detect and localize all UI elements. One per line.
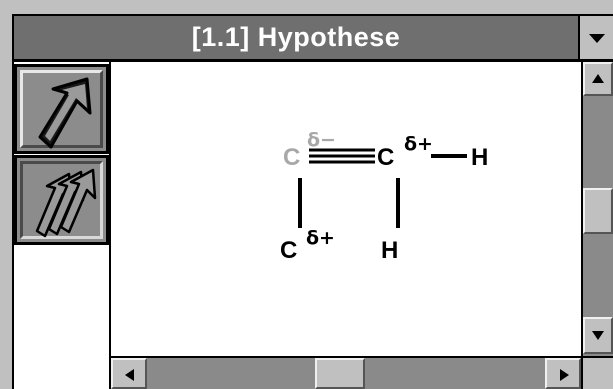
charge-c2: δ+ [404, 133, 433, 155]
chevron-down-icon [589, 34, 605, 43]
scroll-left-button[interactable] [111, 358, 147, 389]
horizontal-scrollbar[interactable] [111, 356, 581, 389]
horizontal-scroll-thumb[interactable] [315, 358, 365, 389]
multi-arrow-button[interactable] [14, 155, 109, 245]
arrow-right-icon [560, 369, 569, 381]
scroll-up-button[interactable] [583, 62, 613, 96]
single-arrow-icon [38, 77, 92, 149]
drawing-canvas[interactable]: C δ− C δ+ H C δ+ H [111, 62, 581, 356]
button-bevel [20, 70, 103, 148]
button-bevel [20, 161, 103, 239]
vertical-scrollbar[interactable] [581, 62, 613, 356]
arrow-down-icon [592, 331, 604, 340]
molecule-diagram: C δ− C δ+ H C δ+ H [280, 129, 488, 264]
atom-c3[interactable]: C [280, 237, 297, 264]
tool-palette [14, 62, 111, 389]
charge-c3: δ+ [306, 227, 335, 249]
title-bar[interactable]: [1.1] Hypothese [14, 14, 578, 62]
window-border [12, 14, 14, 389]
bond-c1-c2-triple[interactable] [309, 148, 375, 164]
window-title: [1.1] Hypothese [191, 22, 401, 52]
scroll-down-button[interactable] [583, 317, 613, 354]
arrow-left-icon [125, 369, 134, 381]
scrollbar-corner [581, 356, 613, 389]
atom-h2[interactable]: H [381, 237, 398, 264]
single-arrow-button[interactable] [14, 64, 109, 154]
atom-h1[interactable]: H [471, 144, 488, 171]
atom-c1[interactable]: C [283, 144, 300, 171]
vertical-scroll-thumb[interactable] [583, 188, 613, 234]
scroll-right-button[interactable] [545, 358, 581, 389]
window-menu-button[interactable] [578, 14, 613, 62]
atom-c2[interactable]: C [377, 144, 394, 171]
arrow-up-icon [592, 74, 604, 83]
triple-arrow-icon [35, 168, 97, 238]
charge-c1: δ− [307, 129, 336, 151]
